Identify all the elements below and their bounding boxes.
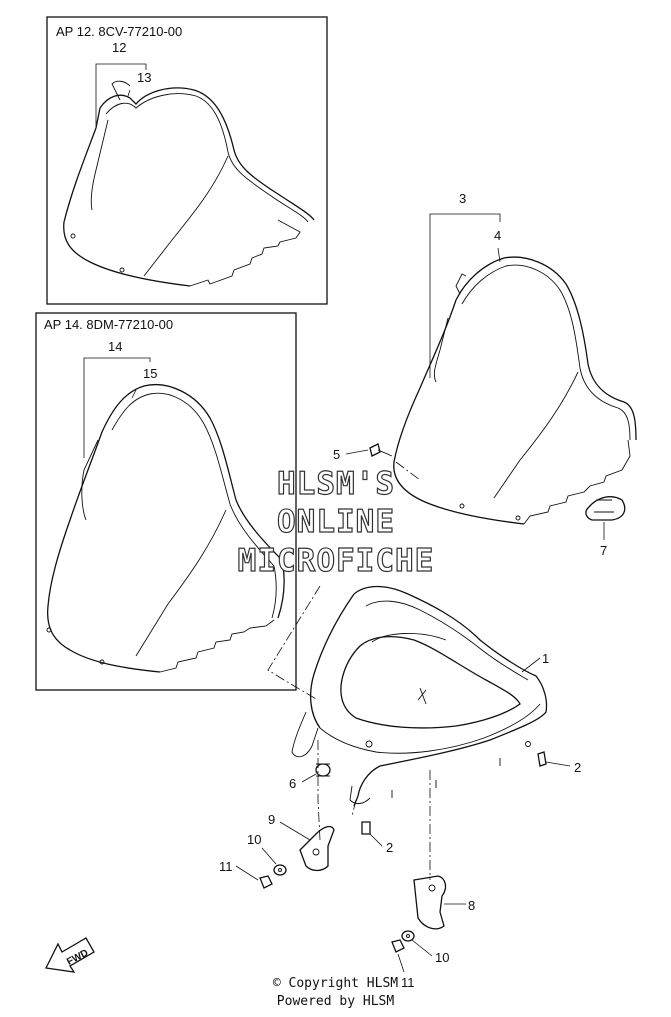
callout-7: 7	[600, 543, 607, 558]
inset-box-ap12: AP 12. 8CV-77210-00 12 13	[46, 16, 328, 305]
callout-10-left: 10	[247, 832, 261, 847]
washer-10-right	[401, 930, 415, 942]
watermark-line-3: MICROFICHE	[238, 543, 435, 579]
powered-by-text: Powered by HLSM	[276, 994, 395, 1009]
callout-14: 14	[108, 339, 122, 354]
fwd-label: FWD	[65, 948, 90, 968]
callout-6: 6	[289, 776, 296, 791]
callout-12: 12	[112, 40, 126, 55]
callout-11-left: 11	[219, 859, 233, 874]
bracket-8	[413, 875, 447, 930]
nut-11-right	[391, 939, 405, 953]
inset-box-ap14: AP 14. 8DM-77210-00 14 15	[35, 312, 297, 691]
copyright-text: © Copyright HLSM	[272, 976, 399, 991]
screw-2-right	[537, 751, 547, 767]
screw-5	[369, 443, 393, 457]
windscreen-ap14	[46, 384, 285, 673]
watermark-line-2: ONLINE	[277, 504, 395, 540]
callout-4: 4	[494, 228, 501, 243]
cowling-1	[291, 585, 548, 807]
watermark-line-1: HLSM'S	[277, 466, 395, 502]
callout-9: 9	[268, 812, 275, 827]
callout-8: 8	[468, 898, 475, 913]
nut-11-left	[259, 875, 273, 889]
washer-10-left	[273, 864, 287, 876]
windscreen-ap12	[63, 80, 315, 287]
inset-label-ap14: AP 14. 8DM-77210-00	[44, 317, 173, 332]
fwd-arrow: FWD	[45, 937, 95, 973]
callout-11-right: 11	[401, 975, 415, 990]
bracket-9	[299, 825, 335, 872]
windscreen-main	[393, 256, 637, 525]
callout-10-right: 10	[435, 950, 449, 965]
screw-2-lower	[361, 821, 371, 835]
callout-3: 3	[459, 191, 466, 206]
inset-label-ap12: AP 12. 8CV-77210-00	[56, 24, 182, 39]
callout-2-right: 2	[574, 760, 581, 775]
callout-1: 1	[542, 651, 549, 666]
callout-2-lower: 2	[386, 840, 393, 855]
callout-13: 13	[137, 70, 151, 85]
callout-15: 15	[143, 366, 157, 381]
callout-5: 5	[333, 447, 340, 462]
